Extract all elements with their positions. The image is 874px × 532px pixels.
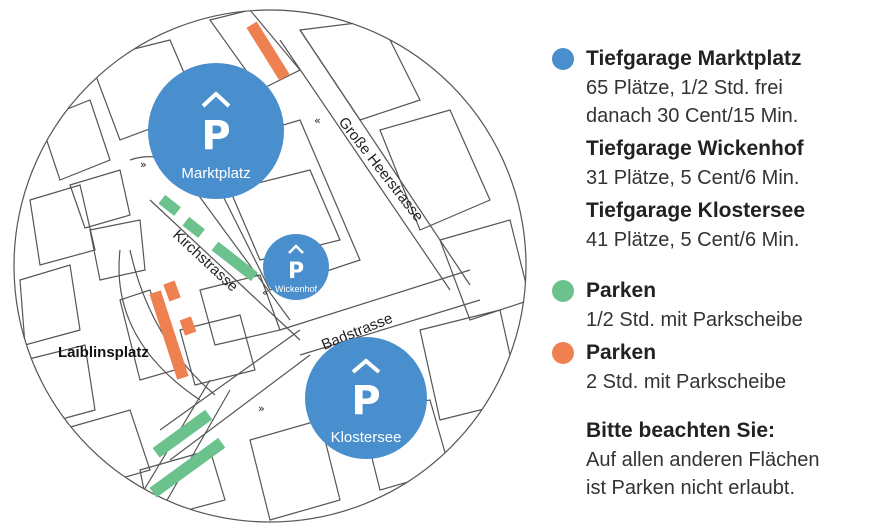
legend-title: Tiefgarage Klostersee <box>586 199 806 222</box>
legend-note-title: Bitte beachten Sie: <box>586 419 776 442</box>
parking-green-strip <box>152 409 213 458</box>
blue-dot-icon <box>552 48 574 70</box>
parking-green-strip <box>149 437 226 498</box>
parking-orange-strip <box>149 290 189 380</box>
legend-garage-klostersee: Tiefgarage Klostersee 41 Plätze, 5 Cent/… <box>586 196 874 254</box>
entry-arrow-icon: » <box>258 402 265 415</box>
svg-text:P: P <box>288 259 304 284</box>
green-dot-icon <box>552 280 574 302</box>
parking-orange-strip <box>179 316 197 336</box>
legend-text: 1/2 Std. mit Parkscheibe <box>586 309 803 331</box>
parking-green-strip <box>158 194 181 216</box>
legend-garage-wickenhof: Tiefgarage Wickenhof 31 Plätze, 5 Cent/6… <box>586 134 874 192</box>
orange-dot-icon <box>552 342 574 364</box>
legend-text: ist Parken nicht erlaubt. <box>586 477 795 499</box>
svg-text:P: P <box>351 378 380 424</box>
parking-orange-strip <box>246 21 290 81</box>
legend-parken-green: Parken 1/2 Std. mit Parkscheibe <box>552 276 874 334</box>
entry-arrow-icon: « <box>262 286 269 299</box>
svg-text:P: P <box>201 113 230 159</box>
parking-orange-strip <box>163 280 181 302</box>
entry-arrow-icon: » <box>140 158 147 171</box>
parking-green-strip <box>182 216 205 238</box>
legend-parken-orange: Parken 2 Std. mit Parkscheibe <box>552 338 874 396</box>
legend-garage-marktplatz: Tiefgarage Marktplatz 65 Plätze, 1/2 Std… <box>552 44 874 130</box>
legend: Tiefgarage Marktplatz 65 Plätze, 1/2 Std… <box>552 44 874 502</box>
place-label-laiblinsplatz: Laiblinsplatz <box>58 344 149 361</box>
marker-label-wickenhof: Wickenhof <box>275 284 318 294</box>
parking-p-icon: P <box>288 244 304 284</box>
marker-klostersee[interactable]: P Klostersee <box>305 337 427 459</box>
parking-map: » « « » Große Heerstrasse Kirchstrasse B… <box>13 9 527 523</box>
legend-note: Bitte beachten Sie: Auf allen anderen Fl… <box>586 416 874 502</box>
legend-text: 2 Std. mit Parkscheibe <box>586 371 787 393</box>
legend-title: Tiefgarage Wickenhof <box>586 137 804 160</box>
entry-arrows: » « « » <box>140 114 321 415</box>
legend-text: danach 30 Cent/15 Min. <box>586 105 799 127</box>
legend-text: 41 Plätze, 5 Cent/6 Min. <box>586 229 800 251</box>
marker-wickenhof[interactable]: P Wickenhof <box>263 234 329 300</box>
legend-text: 31 Plätze, 5 Cent/6 Min. <box>586 167 800 189</box>
parking-p-icon: P <box>351 358 381 424</box>
legend-text: Auf allen anderen Flächen <box>586 449 820 471</box>
legend-title: Parken <box>586 341 657 364</box>
legend-title: Parken <box>586 279 657 302</box>
marker-label-marktplatz: Marktplatz <box>181 165 250 182</box>
parking-green-strips <box>149 194 258 498</box>
entry-arrow-icon: « <box>314 114 321 127</box>
parking-p-icon: P <box>201 91 231 159</box>
parking-orange-strips <box>149 21 290 380</box>
legend-title: Tiefgarage Marktplatz <box>586 47 802 70</box>
parking-green-strip <box>211 241 258 282</box>
legend-text: 65 Plätze, 1/2 Std. frei <box>586 77 783 99</box>
marker-label-klostersee: Klostersee <box>331 429 402 446</box>
marker-marktplatz[interactable]: P Marktplatz <box>148 63 284 199</box>
